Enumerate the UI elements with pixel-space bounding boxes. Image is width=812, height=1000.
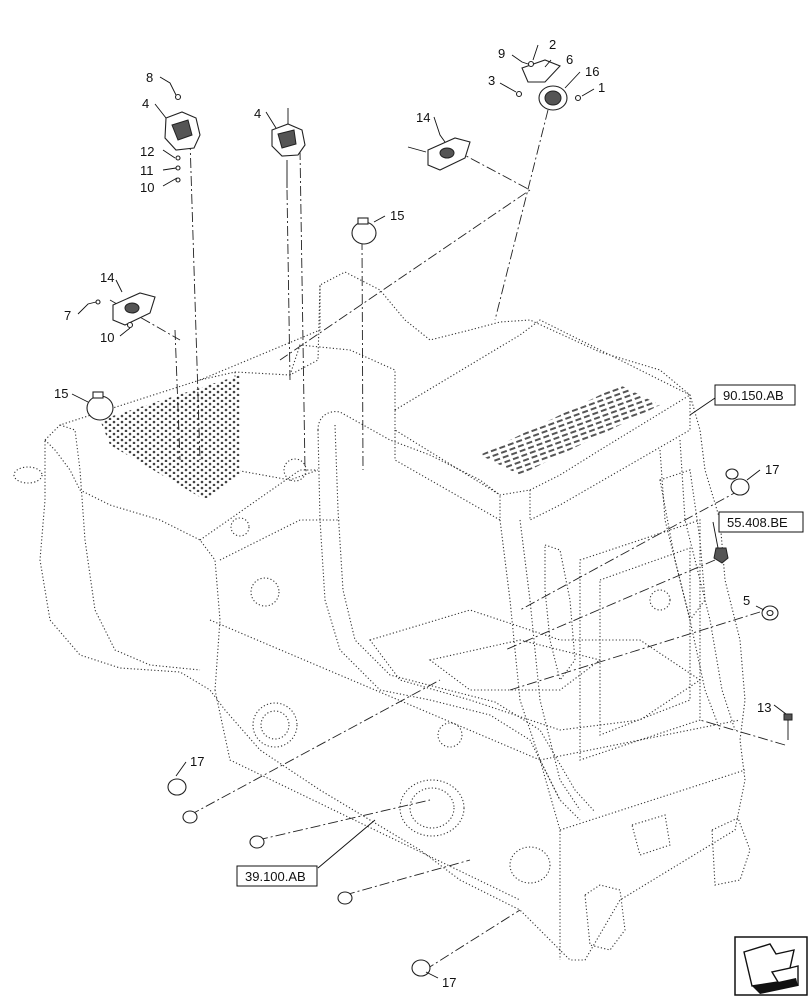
bolt [783,713,793,740]
svg-text:39.100.AB: 39.100.AB [245,869,306,884]
callout-10-top: 10 [140,180,154,195]
tail-light-right [407,137,471,171]
reference-39-100-ab[interactable]: 39.100.AB [236,865,318,887]
callout-14-left: 14 [100,270,114,285]
headlamp-assembly [515,59,582,111]
callout-15-top: 15 [390,208,404,223]
loader-frame [13,271,751,961]
callout-9: 9 [498,46,505,61]
hose-clamp-left [86,391,114,421]
callout-15-left: 15 [54,386,68,401]
callout-17-right: 17 [765,462,779,477]
retaining-ring-front [411,959,431,977]
fitting-nut [713,547,729,564]
callout-7: 7 [64,308,71,323]
roof-vent-grille [480,385,660,475]
rear-grille-mesh [100,375,240,500]
callout-12: 12 [140,144,154,159]
callout-5: 5 [743,593,750,608]
retaining-ring-lower-left [167,778,187,796]
callout-17-left: 17 [190,754,204,769]
callout-labels: 8 4 12 11 10 4 9 2 6 3 16 1 14 15 14 7 1… [54,37,779,990]
callout-2: 2 [549,37,556,52]
callout-4-center: 4 [254,106,261,121]
svg-text:55.408.BE: 55.408.BE [727,515,788,530]
page-arrow-icon[interactable] [734,936,808,996]
svg-text:90.150.AB: 90.150.AB [723,388,784,403]
callout-11: 11 [140,163,154,178]
callout-16: 16 [585,64,599,79]
callout-8: 8 [146,70,153,85]
callout-leaders [71,44,787,979]
callout-4-left: 4 [142,96,149,111]
callout-10-left: 10 [100,330,114,345]
callout-6: 6 [566,52,573,67]
hose-clamp-top [351,217,377,245]
callout-13: 13 [757,700,771,715]
assembly-lines [109,109,786,971]
retaining-ring-right [730,478,750,496]
callout-3: 3 [488,73,495,88]
work-lamp-left [164,93,201,183]
callout-14-right: 14 [416,110,430,125]
reference-55-408-be[interactable]: 55.408.BE [718,511,804,533]
callout-17-bottom: 17 [442,975,456,990]
tail-light-left [95,292,156,329]
reference-90-150-ab[interactable]: 90.150.AB [714,384,796,406]
callout-1: 1 [598,80,605,95]
work-lamp-center [271,108,306,188]
